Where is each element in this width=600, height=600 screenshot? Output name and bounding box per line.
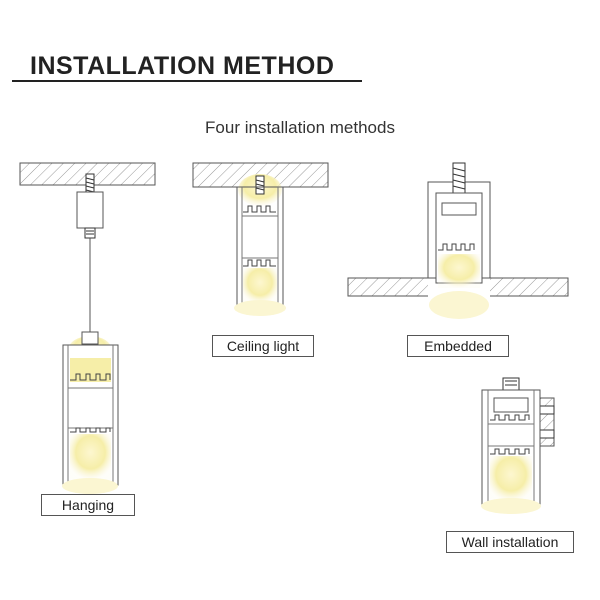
diagram-subtitle: Four installation methods bbox=[205, 118, 395, 137]
wall-section bbox=[539, 397, 555, 447]
label-wall-installation: Wall installation bbox=[446, 531, 574, 553]
page-title: INSTALLATION METHOD bbox=[30, 52, 335, 80]
ceiling-screw-icon bbox=[255, 175, 265, 195]
hanging-diagram bbox=[19, 162, 156, 494]
embedded-diagram bbox=[347, 162, 569, 319]
title-underline bbox=[12, 80, 362, 82]
hanging-screw-icon bbox=[85, 173, 95, 195]
hanging-grip bbox=[84, 227, 96, 239]
wall-installation-diagram bbox=[481, 377, 555, 514]
hanging-canopy bbox=[76, 191, 104, 229]
label-embedded: Embedded bbox=[407, 335, 509, 357]
embedded-screw-icon bbox=[452, 162, 466, 194]
label-ceiling-light: Ceiling light bbox=[212, 335, 314, 357]
label-hanging: Hanging bbox=[41, 494, 135, 516]
wall-top-screw bbox=[502, 377, 520, 391]
ceiling-light-diagram bbox=[192, 162, 329, 316]
